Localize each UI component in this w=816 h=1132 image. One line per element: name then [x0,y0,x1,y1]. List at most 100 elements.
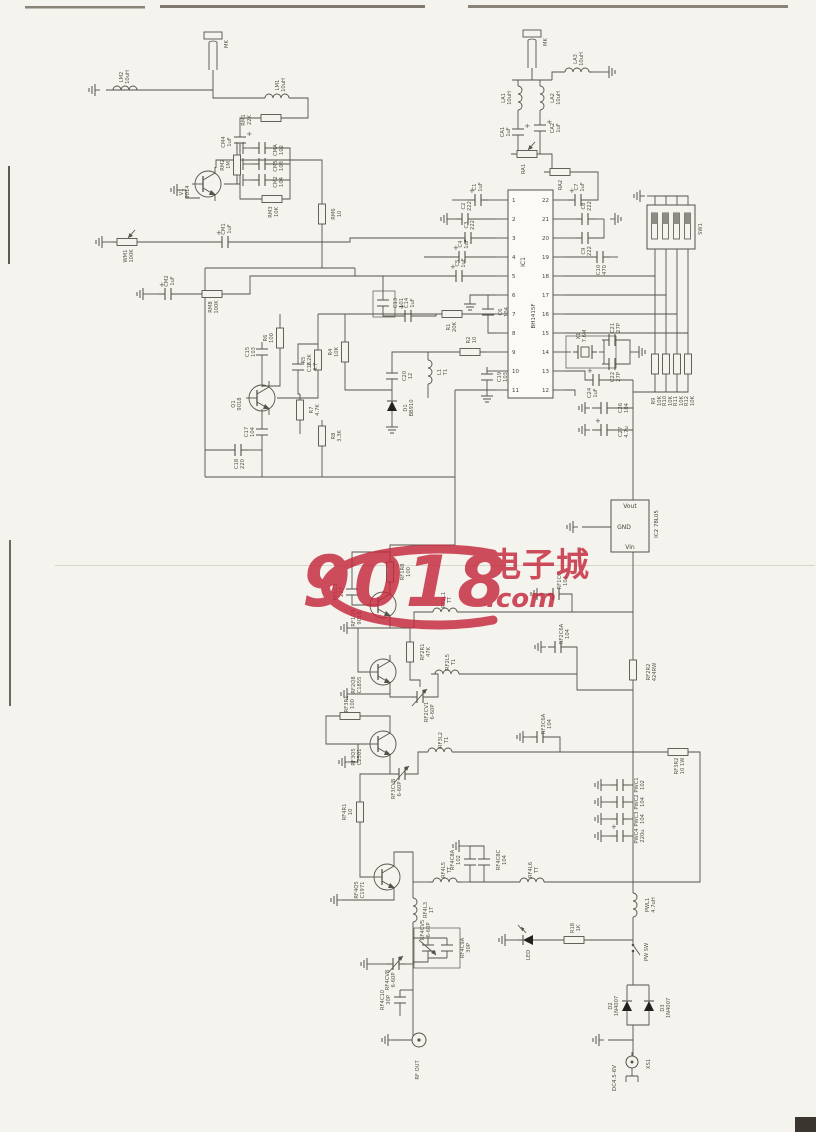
component-diode [622,996,632,1016]
wire [366,715,391,727]
component-label: RF2R147K [420,644,432,661]
component-resistor [651,348,659,380]
component-resistor [436,310,468,318]
component-dc-jack [625,1052,639,1082]
wire [430,673,439,698]
component-capacitor [590,251,610,263]
component-ground-icon [381,1034,393,1046]
component-capacitor [602,334,622,346]
component-label: MK [224,39,230,47]
component-ground-icon [594,779,606,791]
component-resistor [276,322,284,354]
component-label: RF4CV56-60P [420,920,432,940]
component-label: PWL14.7uH [645,897,657,913]
component-capacitor [575,232,595,244]
svg-text:+: + [216,229,222,237]
component-resistor [673,348,681,380]
component-trimmer-capacitor [418,938,437,958]
wire [389,761,392,775]
component-label: RM610 [331,208,343,219]
component-label: RF OUT [415,1060,421,1080]
wire [576,171,599,201]
component-capacitor [252,174,272,186]
component-capacitor-polarized: + [452,244,472,263]
scan-artifact [160,5,425,8]
component-diode [644,996,654,1016]
schematic-text: BH1415F [531,303,537,328]
component-label: RF4C8C104 [496,849,508,870]
component-label: XS1 [646,1059,652,1069]
wire [359,828,371,878]
component-label: C9222 [581,246,593,256]
component-potentiometer [511,141,543,158]
wire [550,736,561,752]
component-label: CM41uF [221,136,233,148]
component-ground-icon [516,731,528,743]
component-label: C274.7u [618,426,630,438]
component-label: R1010K [662,395,674,406]
ic-pin-number: 21 [542,217,549,223]
component-ground-icon [330,894,342,906]
component-ground-icon [594,830,606,842]
component-capacitor-polarized: + [158,281,178,300]
component-inductor [561,67,593,73]
wire [239,184,256,200]
component-label: PWC4220u [634,828,646,844]
component-transistor [246,381,276,415]
ic-pin-number: 18 [542,274,549,280]
component-resistor [684,348,692,380]
component-resistor [334,712,366,720]
component-resistor [318,198,326,230]
component-capacitor [602,358,622,370]
component-label: CM21uF [164,275,176,286]
component-label: CM11uF [221,223,233,234]
scan-artifact [25,6,145,9]
component-label: R181K [570,923,582,933]
wire [654,195,689,205]
component-label: RF4C8A102 [450,849,462,870]
component-resistor [662,748,694,756]
wire [390,627,411,636]
svg-text:+: + [399,303,405,311]
wire [212,90,261,99]
component-label: RF2R2424RW [646,663,658,681]
component-transistor [367,655,397,689]
component-inductor [517,82,523,114]
component-resistor [544,168,576,176]
component-ground-icon [530,588,542,600]
wire [551,71,561,80]
component-label: C13101 [393,298,405,308]
wire [357,627,390,673]
wire [215,159,323,198]
wire [622,339,631,365]
component-label: RF2C6A104 [559,623,571,644]
ic-pin-number: 6 [512,293,516,299]
wire [389,689,410,698]
wire [393,851,414,882]
svg-text:+: + [245,131,253,137]
component-label: R1210K [684,395,696,406]
component-label: CM5103 [273,160,285,171]
component-label: Q19018 [231,397,243,410]
component-capacitor [530,731,550,743]
wire [342,894,395,901]
component-label: D21N4007 [608,996,620,1016]
component-label: RF4L5TT [441,862,453,878]
component-inductor [539,82,545,114]
component-label: R210 [466,337,478,344]
component-ground-icon [464,299,476,311]
component-resistor [386,556,394,588]
component-label: PWC3104 [634,811,646,826]
wire [568,646,578,674]
component-capacitor-polarized: + [398,303,418,322]
component-ground-icon [170,184,182,196]
component-capacitor [256,342,268,362]
svg-text:+: + [450,263,456,271]
component-label: RF3L2T1 [438,732,450,748]
component-transistor [367,727,397,761]
component-ground-icon [592,1034,604,1046]
